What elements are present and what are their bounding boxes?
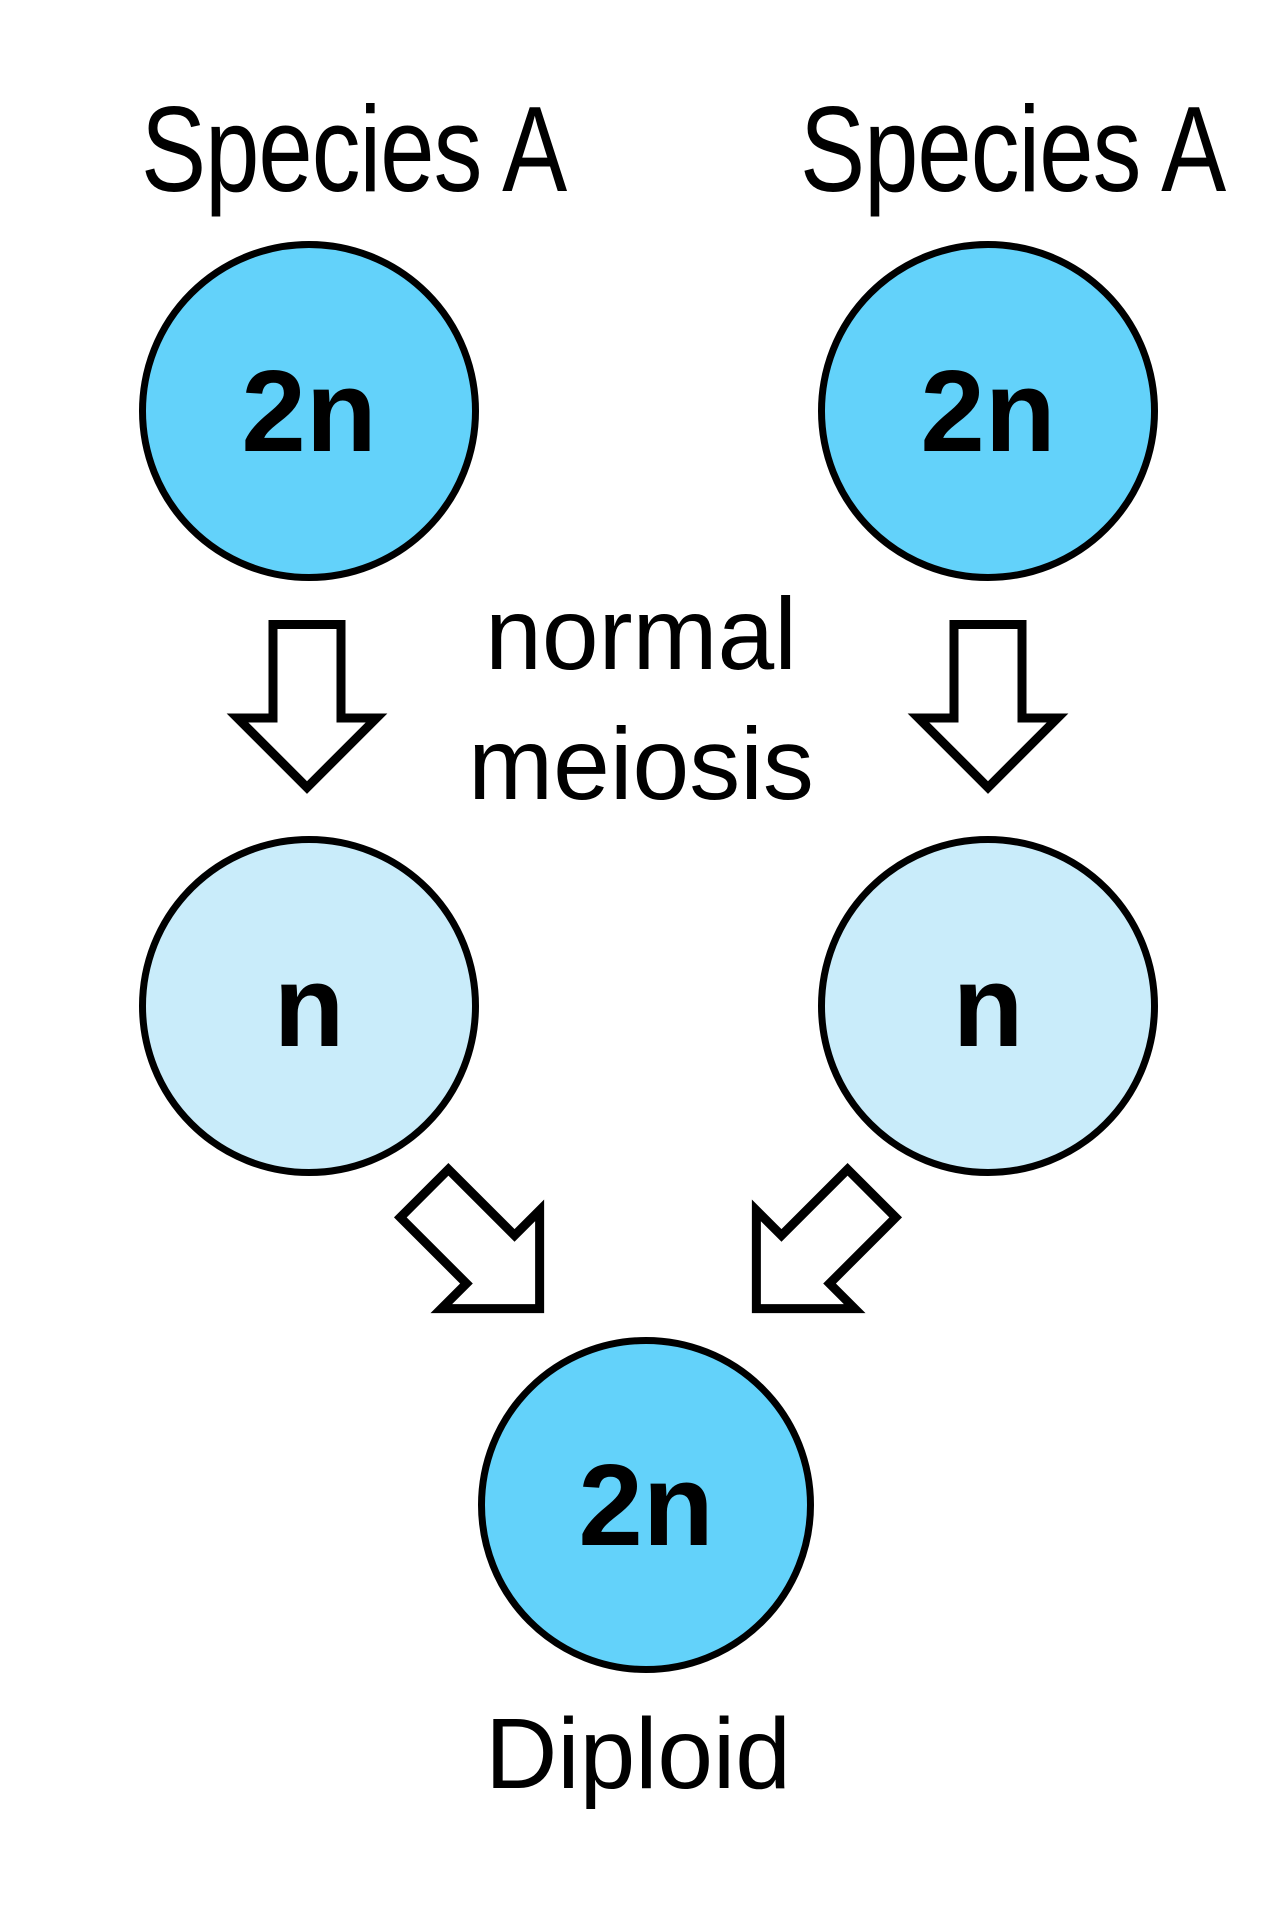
result-cell-label: 2n — [578, 1440, 714, 1570]
down-left-arrow-icon — [701, 1138, 927, 1364]
species-label-right: Species A — [800, 81, 1226, 217]
parent-cell-left: 2n — [139, 241, 479, 581]
process-label-line2: meiosis — [468, 707, 814, 821]
process-label: normal meiosis — [411, 569, 871, 829]
parent-cell-right-label: 2n — [920, 346, 1056, 476]
parent-cell-left-label: 2n — [241, 346, 377, 476]
down-right-arrow-icon — [369, 1138, 595, 1364]
process-label-line1: normal — [485, 577, 797, 691]
down-arrow-icon — [226, 620, 388, 794]
gamete-cell-right-label: n — [952, 941, 1024, 1071]
gamete-cell-left: n — [139, 836, 479, 1176]
down-arrow-icon — [907, 620, 1069, 794]
gamete-cell-left-label: n — [273, 941, 345, 1071]
gamete-cell-right: n — [818, 836, 1158, 1176]
species-label-left: Species A — [141, 81, 567, 217]
parent-cell-right: 2n — [818, 241, 1158, 581]
result-cell: 2n — [478, 1337, 814, 1673]
diploid-caption: Diploid — [485, 1698, 791, 1810]
